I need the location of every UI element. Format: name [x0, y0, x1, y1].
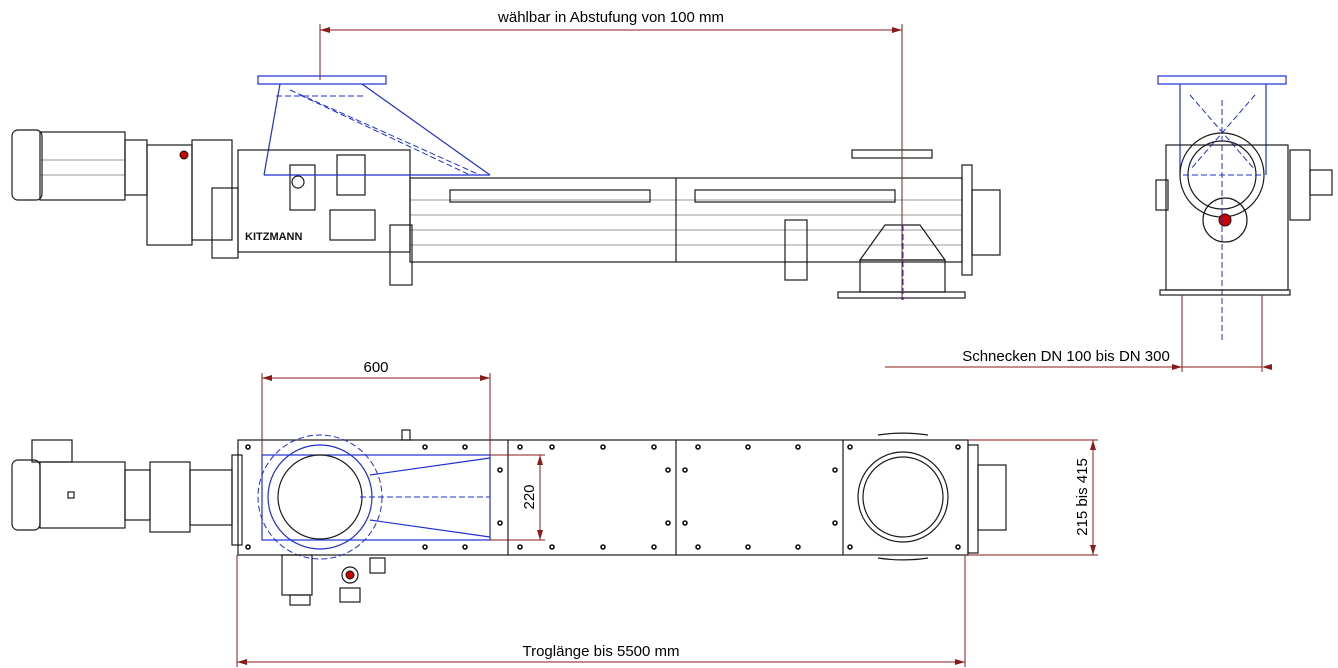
top-inlet — [257, 434, 491, 560]
top-bolt-holes — [245, 444, 961, 550]
dim-inlet-width-label: 220 — [521, 484, 538, 509]
top-outlet — [857, 432, 949, 561]
dim-trough-length-label: Troglänge bis 5500 mm — [522, 643, 679, 660]
dim-inlet-length-label: 600 — [363, 359, 388, 376]
dim-trough-length: Troglänge bis 5500 mm — [236, 555, 966, 667]
dim-inlet-length: 600 — [261, 359, 491, 455]
top-view: 600 220 215 bis 415 Troglänge bi — [11, 359, 1098, 667]
side-view: KITZMANN — [11, 9, 1001, 300]
end-view: Schnecken DN 100 bis DN 300 — [885, 75, 1333, 372]
dim-trough-width: 215 bis 415 — [968, 439, 1098, 556]
top-trough — [231, 429, 1007, 556]
brand-label: KITZMANN — [245, 231, 302, 243]
dim-screw-diameter: Schnecken DN 100 bis DN 300 — [885, 295, 1272, 372]
side-feet — [389, 219, 808, 286]
side-drive-plate: KITZMANN — [237, 149, 411, 253]
side-trough — [211, 164, 1001, 276]
top-valve-assembly — [281, 554, 386, 606]
dim-screw-diameter-label: Schnecken DN 100 bis DN 300 — [962, 348, 1170, 365]
dim-trough-width-label: 215 bis 415 — [1074, 458, 1091, 536]
side-inlet-flange — [257, 75, 491, 176]
side-motor — [11, 129, 233, 246]
dim-top-span-label: wählbar in Abstufung von 100 mm — [497, 9, 724, 26]
dim-top-span: wählbar in Abstufung von 100 mm — [319, 9, 903, 300]
dim-inlet-width: 220 — [490, 454, 545, 541]
top-motor — [11, 439, 233, 533]
